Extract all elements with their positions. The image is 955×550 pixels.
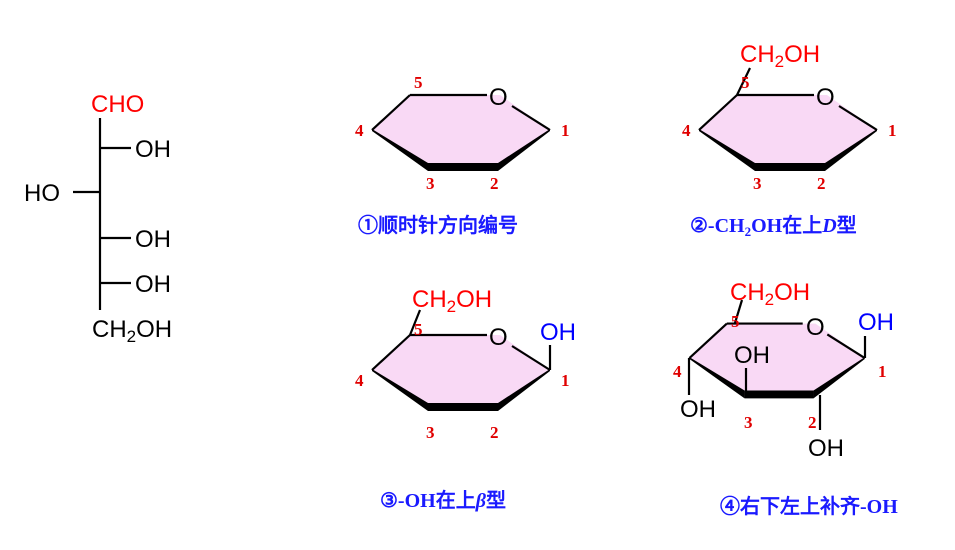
anomeric-hydroxyl: OH (540, 319, 576, 346)
c4-hydroxyl: OH (680, 396, 716, 423)
aldehyde-group: CHO (91, 91, 144, 118)
ring-oxygen: O (806, 314, 825, 341)
caption-step-2: ②-CH2OH在上D型 (690, 213, 857, 239)
carbon-number: 4 (682, 121, 691, 140)
carbon-number: 3 (744, 413, 753, 432)
carbon-number: 5 (731, 312, 740, 331)
c2-hydroxyl: OH (808, 435, 844, 462)
carbon-number: 5 (414, 73, 423, 92)
carbon-number: 1 (561, 371, 570, 390)
caption-step-1: ①顺时针方向编号 (358, 213, 518, 237)
carbon-number: 4 (673, 362, 682, 381)
carbon-number: 2 (817, 174, 826, 193)
ring-oxygen: O (816, 84, 835, 111)
carbon-number: 3 (426, 423, 435, 442)
caption-step-4: ④右下左上补齐-OH (720, 494, 898, 518)
c4-hydroxyl: OH (135, 226, 171, 253)
beta-d-glucopyranose: CH2OH OH O OH OH OH 1 2 3 4 5 ④右下左上补齐-OH (673, 279, 898, 518)
pyranose-ring-beta: CH2OH OH O 1 2 3 4 5 ③-OH在上β型 (355, 286, 576, 512)
carbon-number: 2 (808, 413, 817, 432)
fischer-projection: CHO OH HO OH OH CH2OH (24, 91, 172, 346)
c2-hydroxyl: OH (135, 136, 171, 163)
anomeric-hydroxyl: OH (858, 309, 894, 336)
carbon-number: 2 (490, 174, 499, 193)
carbon-number: 3 (426, 174, 435, 193)
ch2oh-group: CH2OH (412, 286, 492, 316)
pyranose-ring-ch2oh: CH2OH O 1 2 3 4 5 ②-CH2OH在上D型 (682, 41, 897, 239)
ring-oxygen: O (489, 84, 508, 111)
carbon-number: 2 (490, 423, 499, 442)
carbon-number: 1 (888, 121, 897, 140)
pyranose-ring-numbering: O 1 2 3 4 5 ①顺时针方向编号 (355, 73, 570, 237)
ring-oxygen: O (489, 324, 508, 351)
c5-hydroxyl: OH (135, 271, 171, 298)
carbon-number: 5 (741, 73, 750, 92)
carbon-number: 4 (355, 371, 364, 390)
carbon-number: 5 (414, 320, 423, 339)
c3-hydroxyl: OH (734, 342, 770, 369)
carbon-number: 1 (561, 121, 570, 140)
ch2oh-group: CH2OH (740, 41, 820, 71)
ch2oh-group: CH2OH (730, 279, 810, 309)
caption-step-3: ③-OH在上β型 (380, 488, 506, 512)
carbon-number: 3 (753, 174, 762, 193)
c6-hydroxymethyl: CH2OH (92, 316, 172, 346)
carbon-number: 1 (878, 362, 887, 381)
carbon-number: 4 (355, 121, 364, 140)
c3-hydroxyl: HO (24, 180, 60, 207)
